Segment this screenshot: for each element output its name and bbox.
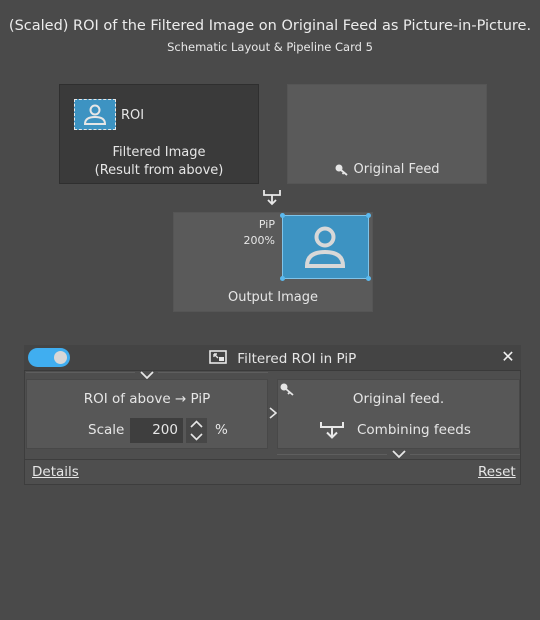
card-title: Filtered ROI in PiP xyxy=(237,351,357,367)
pip-scale: 200% xyxy=(243,234,275,247)
original-feed-box xyxy=(287,84,487,184)
scale-stepper[interactable] xyxy=(186,418,207,443)
roi-thumbnail xyxy=(74,99,116,130)
page-subtitle: Schematic Layout & Pipeline Card 5 xyxy=(167,40,373,54)
roi-pip-heading: ROI of above → PiP xyxy=(83,391,211,407)
merge-down-icon xyxy=(320,422,344,439)
pip-icon xyxy=(209,350,227,364)
chevron-right-icon xyxy=(269,407,278,419)
pip-info: PiP 200% xyxy=(226,217,275,249)
original-feed-label-row: Original Feed xyxy=(287,162,487,177)
spin-down-icon[interactable] xyxy=(186,431,207,443)
roi-label: ROI xyxy=(121,108,145,123)
person-icon xyxy=(304,226,346,268)
merge-down-icon xyxy=(263,190,281,206)
output-image-label: Output Image xyxy=(227,290,318,305)
chevron-down-icon[interactable] xyxy=(138,369,156,381)
page-title: (Scaled) ROI of the Filtered Image on Or… xyxy=(8,18,532,34)
scale-unit: % xyxy=(215,422,228,438)
spin-up-icon[interactable] xyxy=(186,418,207,430)
scale-input[interactable]: 200 xyxy=(130,418,183,443)
original-feed-heading: Original feed. xyxy=(352,391,445,407)
reset-link[interactable]: Reset xyxy=(478,464,516,480)
close-icon[interactable]: ✕ xyxy=(501,347,515,366)
filtered-image-note: (Result from above) xyxy=(94,163,224,178)
card-header xyxy=(24,345,521,371)
card-title-row: Filtered ROI in PiP xyxy=(209,350,356,367)
filtered-image-label: Filtered Image (Result from above) xyxy=(59,144,259,180)
combining-feeds-label: Combining feeds xyxy=(357,422,471,438)
pip-label: PiP xyxy=(258,218,275,231)
key-feed-icon xyxy=(280,383,294,396)
original-feed-label: Original Feed xyxy=(353,162,440,177)
pip-image xyxy=(280,213,371,281)
key-feed-icon xyxy=(335,164,348,176)
scale-label: Scale xyxy=(88,422,125,438)
chevron-down-icon[interactable] xyxy=(390,448,408,460)
original-feed-panel xyxy=(277,379,520,449)
person-icon xyxy=(83,104,107,125)
enable-toggle[interactable] xyxy=(28,348,70,367)
details-link[interactable]: Details xyxy=(32,464,79,480)
filtered-image-title: Filtered Image xyxy=(112,145,206,160)
